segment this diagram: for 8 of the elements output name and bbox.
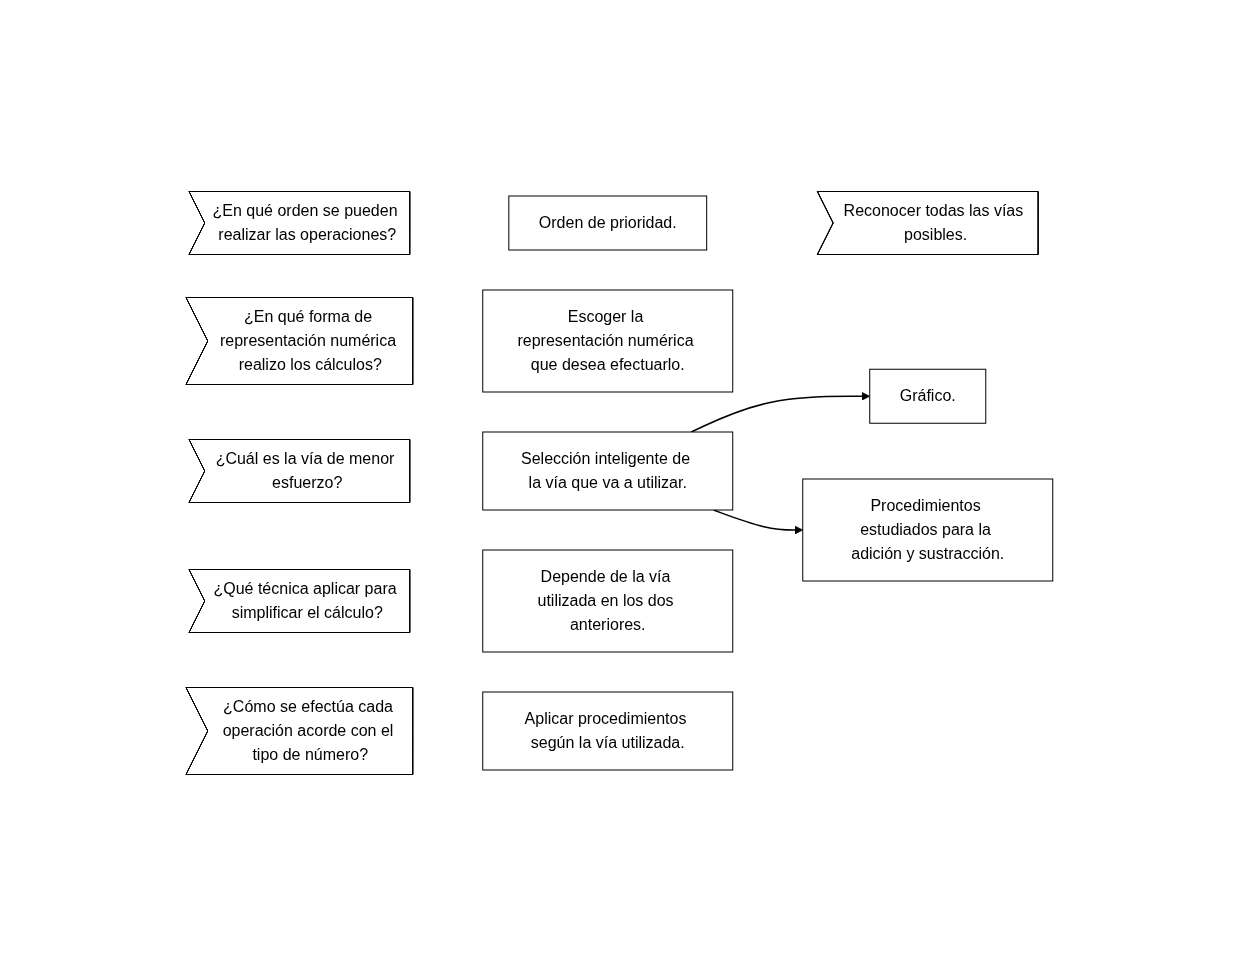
node-box: Orden de prioridad. bbox=[508, 195, 708, 251]
node-box: Selección inteligente de la vía que va a utilizar. bbox=[482, 431, 734, 511]
node-box: Gráfico. bbox=[869, 368, 987, 424]
node-box: Escoger la representación numérica que desea efectuarlo. bbox=[482, 289, 734, 393]
node-box: Depende de la vía utilizada en los dos anteriores. bbox=[482, 549, 734, 653]
node-box: Procedimientos estudiados para la adición y sustracción. bbox=[802, 478, 1054, 582]
arrow bbox=[690, 391, 871, 433]
node-box: Aplicar procedimientos según la vía utilizada. bbox=[482, 691, 734, 771]
